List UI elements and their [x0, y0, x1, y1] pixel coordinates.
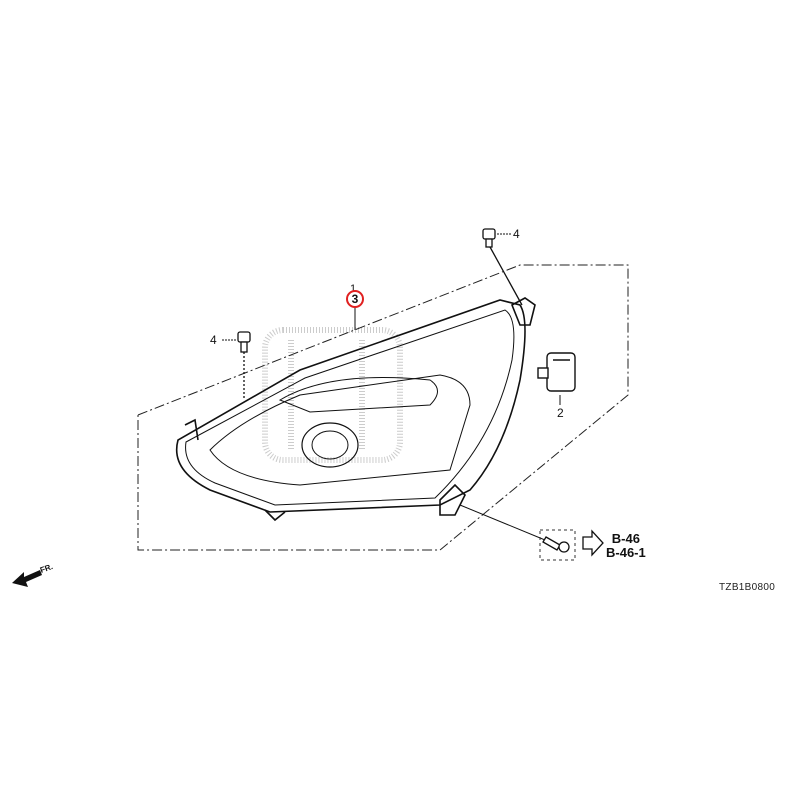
part-callout-3[interactable]: 3	[346, 290, 364, 308]
part-label-1: 1	[350, 283, 357, 295]
watermark-logo	[262, 327, 403, 463]
screw-icon	[542, 536, 570, 553]
bolt-left-icon	[237, 331, 251, 398]
front-arrow-icon	[12, 570, 42, 587]
part-label-4-left: 4	[210, 333, 217, 347]
reference-b-46[interactable]: B-46	[611, 531, 640, 546]
diagram-code: TZB1B0800	[719, 582, 776, 593]
screw-box	[539, 529, 576, 561]
reference-arrow-icon	[582, 529, 604, 557]
part-label-2: 2	[557, 406, 564, 420]
reference-b-46-1[interactable]: B-46-1	[606, 544, 646, 560]
part-label-4-top: 4	[513, 227, 520, 241]
assembly-boundary	[137, 264, 629, 551]
bolt-top-icon	[482, 228, 523, 306]
headlamp-unit	[176, 297, 536, 522]
reference-links: B-46 B-46-1	[606, 532, 646, 559]
callout-number: 3	[351, 292, 359, 306]
bulb-socket-icon	[537, 352, 576, 392]
